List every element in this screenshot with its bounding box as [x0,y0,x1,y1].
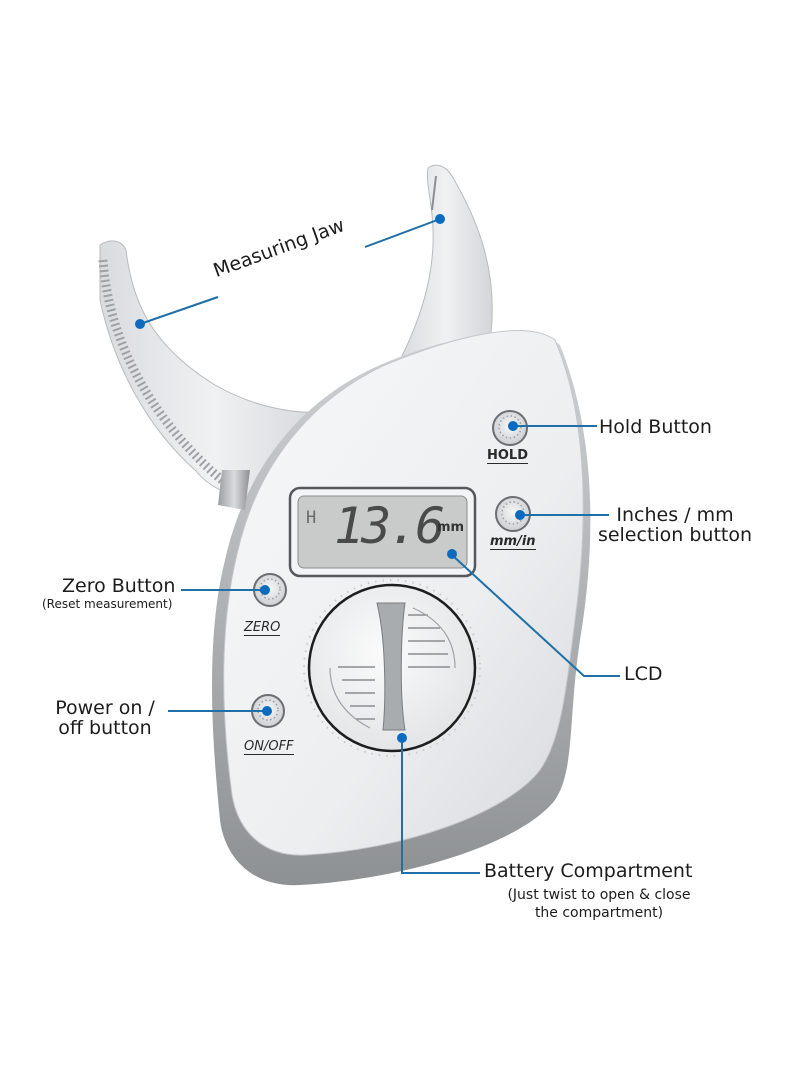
on-off-button-caption: ON/OFF [244,739,294,755]
mm-in-button-caption: mm/in [490,534,536,550]
right-measuring-jaw [399,164,493,361]
units-button-label-line1: Inches / mm [616,504,734,526]
power-button-label: Power on / off button [40,697,170,739]
power-button-label-line2: off button [58,716,152,739]
grip-ridges [218,470,250,510]
callout-dots [135,214,525,743]
battery-compartment-knob[interactable] [303,579,481,757]
mm-in-button[interactable] [495,496,531,532]
lcd-label: LCD [624,663,663,685]
battery-compartment-sublabel: (Just twist to open & close the compartm… [484,886,714,922]
lcd-reading: 13.6 [334,497,445,555]
lcd-hold-indicator: H [306,508,317,528]
battery-sublabel-line2: the compartment) [534,905,664,922]
power-button-label-line1: Power on / [55,697,155,719]
battery-sublabel-line1: (Just twist to open & close [507,887,691,903]
lcd-unit: mm [437,520,465,535]
callout-lines [139,218,620,874]
hold-button-label: Hold Button [599,416,712,438]
lcd-display [288,486,477,578]
zero-button-label: Zero Button [62,575,176,597]
units-button-label-line2: selection button [597,523,753,546]
left-measuring-jaw [98,240,331,502]
zero-button-sublabel: (Reset measurement) [42,597,173,611]
hold-button-caption: HOLD [487,448,529,464]
zero-button-caption: ZERO [244,620,281,636]
units-button-label: Inches / mm selection button [590,504,760,546]
battery-compartment-label: Battery Compartment [484,860,693,882]
